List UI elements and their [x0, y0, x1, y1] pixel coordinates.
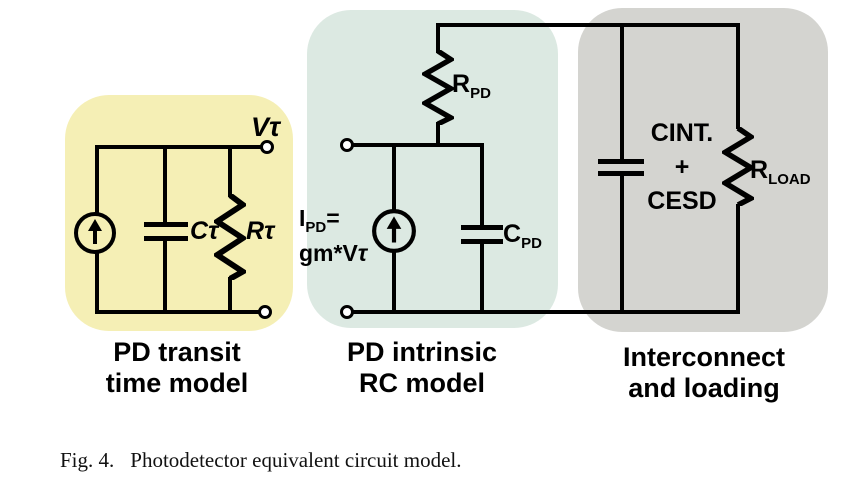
wire [620, 176, 624, 314]
r-pd-label: RPD [452, 70, 491, 102]
c-int-esd-label: CINT. + CESD [637, 116, 727, 218]
capacitor-plate [598, 159, 644, 164]
region-pd-intrinsic-bg [307, 10, 558, 328]
resistor-icon [422, 50, 454, 125]
resistor-icon [722, 127, 754, 206]
wire [163, 241, 167, 314]
wire [228, 277, 232, 314]
current-source-icon [74, 212, 116, 254]
capacitor-plate [144, 222, 188, 227]
capacitor-plate [144, 236, 188, 241]
region-label-interconnect: Interconnect and loading [622, 342, 786, 403]
figure-caption: Fig. 4. Photodetector equivalent circuit … [60, 448, 462, 473]
wire [436, 23, 440, 53]
region-interconnect-bg [578, 8, 828, 332]
wire [736, 204, 740, 314]
region-label-transit: PD transit time model [105, 337, 249, 398]
c-esd-label: CESD [647, 187, 717, 215]
wire [436, 23, 740, 27]
r-tau-label: Rτ [246, 217, 275, 245]
c-pd-label: CPD [503, 220, 542, 252]
terminal-node [340, 305, 354, 319]
current-source-icon [372, 209, 416, 253]
region-label-intrinsic: PD intrinsic RC model [346, 337, 498, 398]
wire [736, 23, 740, 129]
r-load-label: RLOAD [750, 156, 811, 188]
wire [228, 145, 232, 197]
terminal-node [260, 140, 274, 154]
c-tau-label: Cτ [190, 217, 219, 245]
capacitor-plate [461, 239, 503, 244]
capacitor-plate [461, 225, 503, 230]
wire [347, 310, 740, 314]
capacitor-plate [598, 171, 644, 176]
figure-number: Fig. 4. [60, 448, 115, 472]
wire [480, 143, 484, 227]
terminal-node [340, 138, 354, 152]
terminal-node [258, 305, 272, 319]
wire [436, 122, 440, 147]
c-int-label: CINT. [650, 119, 714, 147]
wire [97, 145, 265, 149]
plus-label: + [674, 153, 690, 181]
v-tau-label: Vτ [251, 112, 281, 142]
resistor-icon [214, 194, 246, 280]
i-pd-label: IPD= [299, 205, 340, 236]
gm-v-tau-label: gm*Vτ [299, 240, 368, 266]
figure-caption-text: Photodetector equivalent circuit model. [130, 448, 462, 472]
wire [163, 145, 167, 222]
wire [97, 310, 263, 314]
region-pd-transit-bg [65, 95, 293, 331]
wire [347, 143, 484, 147]
wire [620, 23, 624, 161]
wire [480, 244, 484, 314]
